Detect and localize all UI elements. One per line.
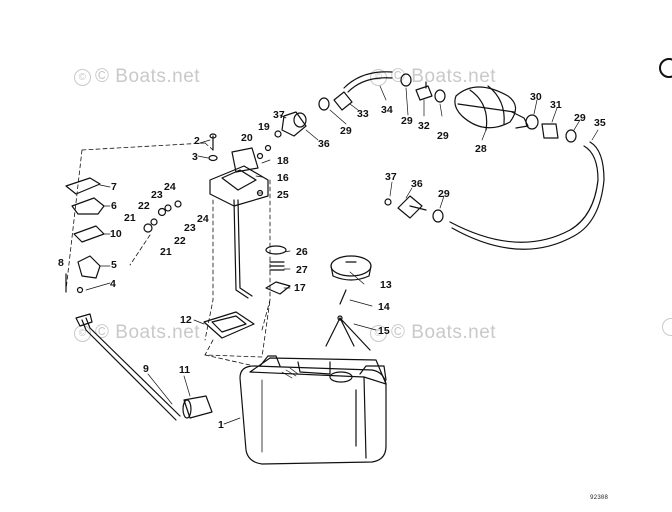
watermark-bottom-right: ©© Boats.net [370, 322, 496, 344]
watermark-text: © Boats.net [95, 66, 201, 87]
callout-1: 1 [218, 419, 224, 431]
screw [208, 133, 218, 162]
callout-4: 4 [110, 278, 116, 290]
callout-6: 6 [111, 200, 117, 212]
hose-clamps [318, 73, 577, 223]
callout-32: 32 [418, 120, 430, 132]
connector [333, 91, 353, 111]
tank-connector [256, 111, 307, 160]
callout-5: 5 [111, 259, 117, 271]
callout-19: 19 [258, 121, 270, 133]
callout-23-b: 23 [184, 222, 196, 234]
watermark-top-left: ©© Boats.net [74, 66, 200, 88]
fuel-filter [182, 395, 213, 419]
callout-21-a: 21 [124, 212, 136, 224]
callout-14: 14 [378, 301, 390, 313]
fuel-pickup-assembly [209, 147, 269, 299]
callout-24-a: 24 [164, 181, 176, 193]
engine-connector [384, 195, 427, 219]
fuel-tank [239, 355, 387, 465]
callout-29-a: 29 [340, 125, 352, 137]
watermark-text: © Boats.net [391, 66, 497, 87]
callout-18: 18 [277, 155, 289, 167]
callout-37-b: 37 [385, 171, 397, 183]
callout-17: 17 [294, 282, 306, 294]
callout-13: 13 [380, 279, 392, 291]
watermark-text: © Boats.net [391, 322, 497, 343]
callout-22-b: 22 [174, 235, 186, 247]
cap-chain [325, 289, 371, 351]
callout-22-a: 22 [138, 200, 150, 212]
callout-36-a: 36 [318, 138, 330, 150]
callout-27: 27 [296, 264, 308, 276]
callout-29-b: 29 [401, 115, 413, 127]
callout-31: 31 [550, 99, 562, 111]
callout-labels: 1 2 3 4 5 6 7 8 9 10 11 12 13 14 15 16 1… [58, 91, 606, 431]
fuel-tube [75, 313, 181, 421]
callout-29-c: 29 [437, 130, 449, 142]
callout-37-a: 37 [273, 109, 285, 121]
callout-30: 30 [530, 91, 542, 103]
fuel-hose-upper [343, 71, 393, 93]
gasket [203, 311, 255, 339]
callout-23-a: 23 [151, 189, 163, 201]
callout-16: 16 [277, 172, 289, 184]
drawing-code: 92308 [590, 494, 609, 501]
callout-36-b: 36 [411, 178, 423, 190]
registration-mark [659, 58, 672, 78]
callout-34: 34 [381, 104, 393, 116]
callout-10: 10 [110, 228, 122, 240]
filler-cap [330, 255, 372, 281]
callout-12: 12 [180, 314, 192, 326]
callout-35: 35 [594, 117, 606, 129]
primer-bulb [454, 85, 529, 131]
callout-33: 33 [357, 108, 369, 120]
callout-7: 7 [111, 181, 117, 193]
callout-2: 2 [194, 135, 200, 147]
callout-26: 26 [296, 246, 308, 258]
callout-29-d: 29 [574, 112, 586, 124]
callout-8: 8 [58, 257, 64, 269]
callout-29-e: 29 [438, 188, 450, 200]
check-valve [525, 114, 559, 139]
small-fittings [143, 189, 264, 233]
callout-9: 9 [143, 363, 149, 375]
callout-21-b: 21 [160, 246, 172, 258]
fitting [415, 81, 433, 101]
assembly-guide-lines [65, 142, 271, 366]
callout-3: 3 [192, 151, 198, 163]
gauge-parts [65, 177, 105, 294]
watermark-text: © Boats.net [95, 322, 201, 343]
callout-15: 15 [378, 325, 390, 337]
callout-leaders [85, 85, 599, 425]
fuel-hose-main [449, 141, 605, 250]
float-parts [265, 245, 291, 295]
callout-24-b: 24 [197, 213, 209, 225]
callout-28: 28 [475, 143, 487, 155]
callout-25: 25 [277, 189, 289, 201]
callout-11: 11 [179, 364, 190, 376]
callout-20: 20 [241, 132, 253, 144]
